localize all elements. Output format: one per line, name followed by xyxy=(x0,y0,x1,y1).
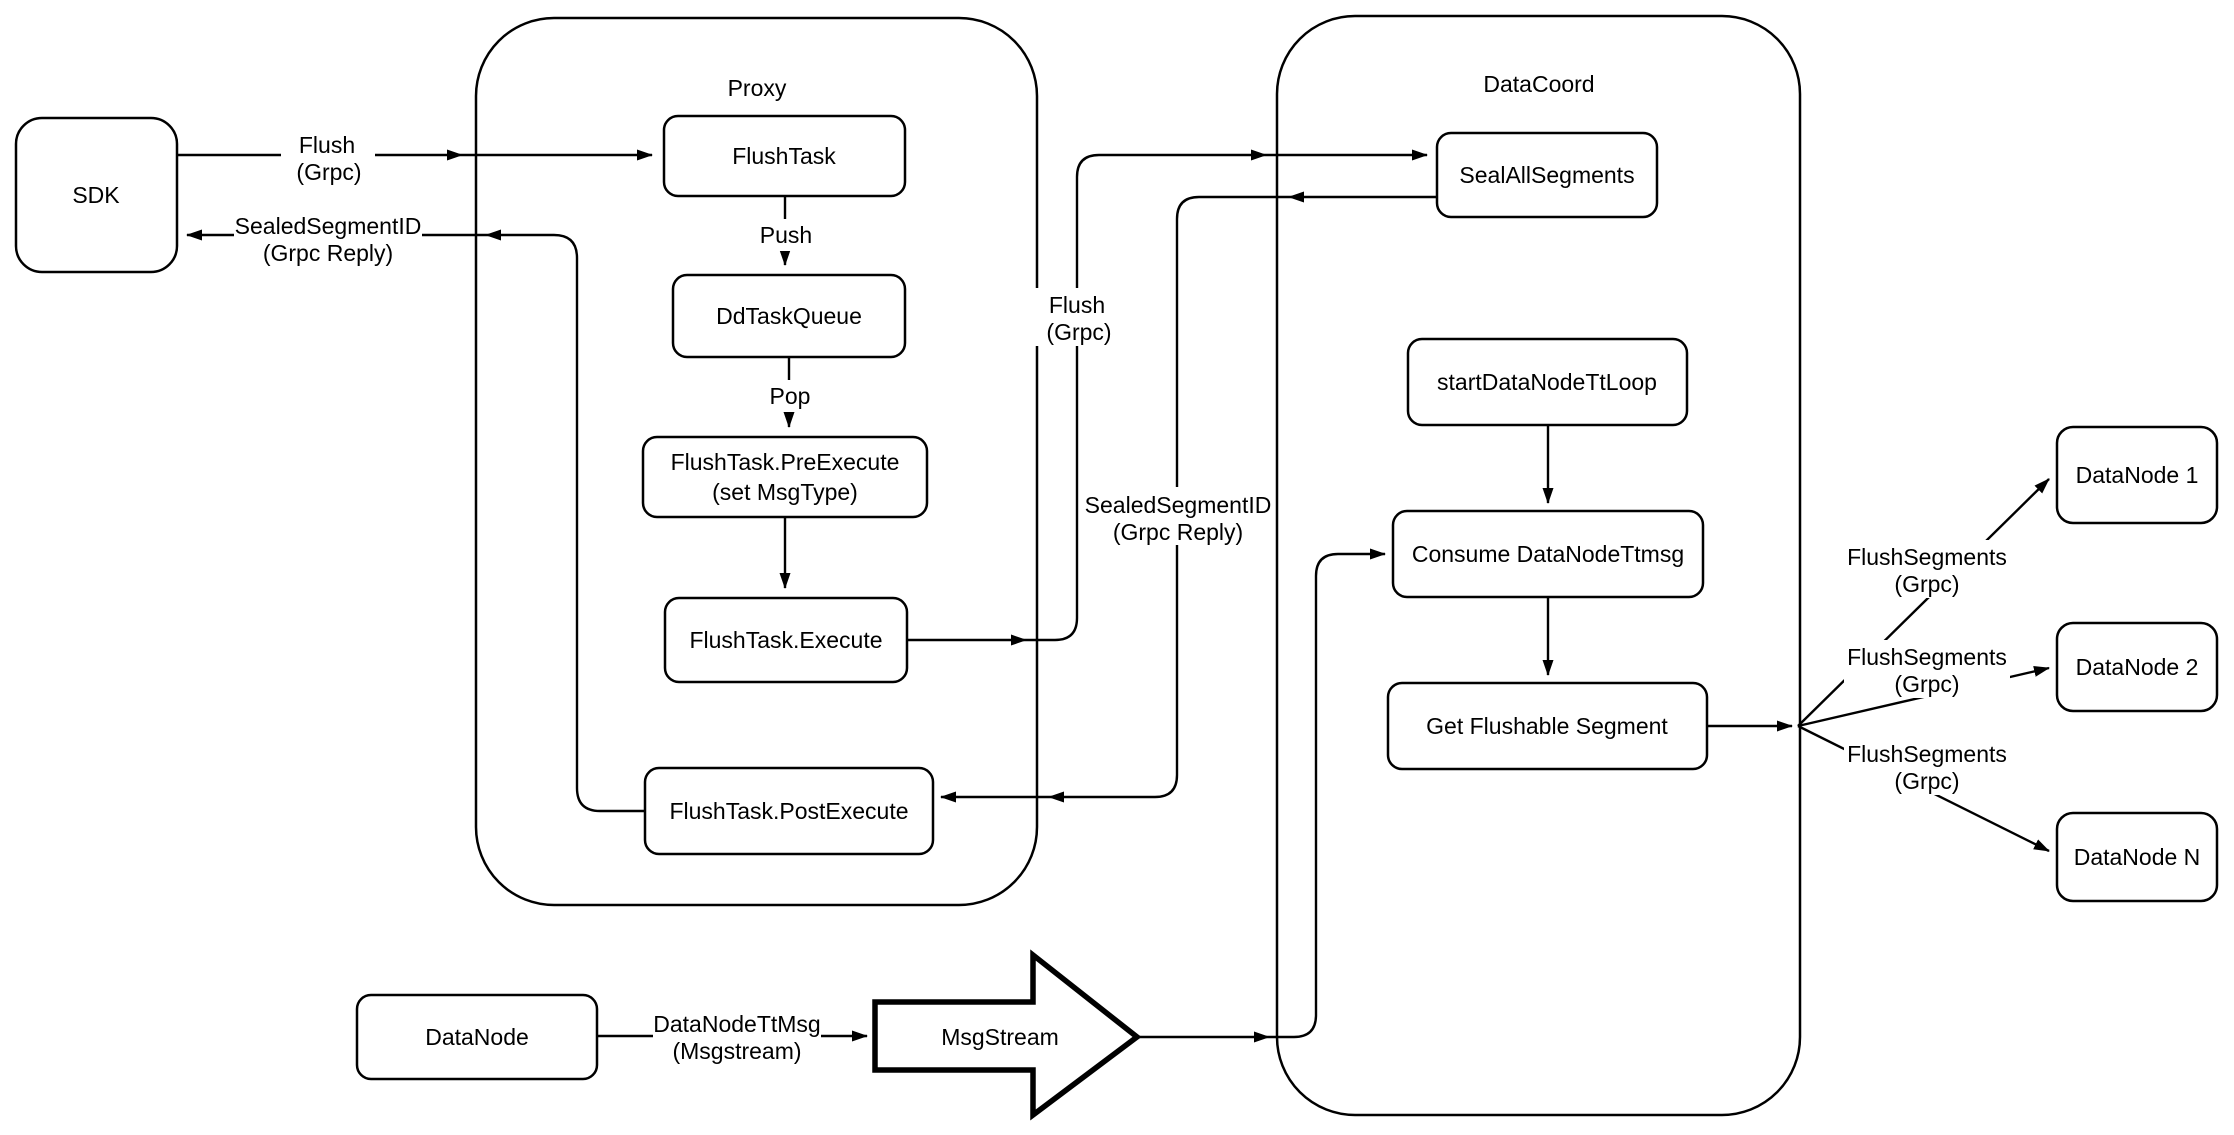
svg-text:(Grpc): (Grpc) xyxy=(1894,671,1959,697)
svg-text:startDataNodeTtLoop: startDataNodeTtLoop xyxy=(1437,369,1657,395)
svg-text:SDK: SDK xyxy=(72,182,120,208)
edge-label-flush-channel: Flush (Grpc) xyxy=(1032,288,1124,346)
edge-label-flushsegments-1: FlushSegments (Grpc) xyxy=(1844,540,2010,598)
edge-label-sealed-channel: SealedSegmentID (Grpc Reply) xyxy=(1084,487,1272,545)
svg-text:(Grpc): (Grpc) xyxy=(1046,319,1111,345)
msgstream-arrow-shape xyxy=(872,949,1142,1121)
svg-text:DataNode 2: DataNode 2 xyxy=(2076,654,2199,680)
svg-text:Flush: Flush xyxy=(299,132,355,158)
node-datanode2: DataNode 2 xyxy=(2055,621,2219,713)
svg-text:(Grpc): (Grpc) xyxy=(296,159,361,185)
svg-text:FlushTask.PostExecute: FlushTask.PostExecute xyxy=(669,798,908,824)
node-preexecute: FlushTask.PreExecute (set MsgType) xyxy=(641,435,929,519)
svg-text:Consume DataNodeTtmsg: Consume DataNodeTtmsg xyxy=(1412,541,1684,567)
edge-postexecute-to-proxy-edge xyxy=(485,229,645,813)
svg-text:FlushTask.Execute: FlushTask.Execute xyxy=(689,627,882,653)
svg-text:(Grpc): (Grpc) xyxy=(1894,768,1959,794)
edge-label-pop: Pop xyxy=(756,380,824,412)
svg-text:Push: Push xyxy=(760,222,812,248)
node-consumedatanodettmsg: Consume DataNodeTtmsg xyxy=(1391,509,1705,599)
node-msgstream: MsgStream xyxy=(872,949,1142,1121)
edge-flush-channel xyxy=(1026,149,1267,642)
node-execute: FlushTask.Execute xyxy=(663,596,909,684)
svg-text:DdTaskQueue: DdTaskQueue xyxy=(716,303,862,329)
svg-text:(Grpc Reply): (Grpc Reply) xyxy=(263,240,393,266)
svg-text:MsgStream: MsgStream xyxy=(941,1024,1059,1050)
svg-text:Pop: Pop xyxy=(770,383,811,409)
svg-text:Flush: Flush xyxy=(1049,292,1105,318)
proxy-container: Proxy xyxy=(474,16,1039,907)
svg-text:FlushTask.PreExecute: FlushTask.PreExecute xyxy=(671,449,900,475)
svg-text:FlushTask: FlushTask xyxy=(732,143,836,169)
proxy-title: Proxy xyxy=(728,75,787,101)
node-startdatanodettloop: startDataNodeTtLoop xyxy=(1406,337,1689,427)
node-datanoden: DataNode N xyxy=(2055,811,2219,903)
edge-msgstream-to-consume xyxy=(1269,548,1386,1039)
edge-flushsegments-dn1 xyxy=(1797,478,2050,727)
svg-text:DataNode: DataNode xyxy=(425,1024,529,1050)
svg-text:Get Flushable Segment: Get Flushable Segment xyxy=(1426,713,1668,739)
datacoord-title: DataCoord xyxy=(1483,71,1594,97)
svg-text:(Grpc): (Grpc) xyxy=(1894,571,1959,597)
node-flushtask: FlushTask xyxy=(662,114,907,198)
svg-text:FlushSegments: FlushSegments xyxy=(1847,741,2007,767)
edge-label-flushsegments-3: FlushSegments (Grpc) xyxy=(1844,737,2010,795)
svg-text:SealedSegmentID: SealedSegmentID xyxy=(235,213,422,239)
edge-label-datanodettmsg: DataNodeTtMsg (Msgstream) xyxy=(653,1008,821,1066)
svg-text:DataNodeTtMsg: DataNodeTtMsg xyxy=(653,1011,820,1037)
node-sdk: SDK xyxy=(14,116,179,274)
svg-text:(Msgstream): (Msgstream) xyxy=(672,1038,801,1064)
svg-text:(set MsgType): (set MsgType) xyxy=(712,479,858,505)
svg-text:DataNode 1: DataNode 1 xyxy=(2076,462,2199,488)
svg-text:SealAllSegments: SealAllSegments xyxy=(1459,162,1634,188)
datacoord-container: DataCoord xyxy=(1275,14,1802,1117)
node-postexecute: FlushTask.PostExecute xyxy=(643,766,935,856)
edge-label-sealed-sdk: SealedSegmentID (Grpc Reply) xyxy=(234,208,422,266)
edge-label-push: Push xyxy=(746,219,826,251)
node-datanode1: DataNode 1 xyxy=(2055,425,2219,525)
svg-text:DataNode N: DataNode N xyxy=(2074,844,2201,870)
edge-label-flushsegments-2: FlushSegments (Grpc) xyxy=(1844,640,2010,698)
node-getflushablesegment: Get Flushable Segment xyxy=(1386,681,1709,771)
svg-text:SealedSegmentID: SealedSegmentID xyxy=(1085,492,1272,518)
svg-text:(Grpc Reply): (Grpc Reply) xyxy=(1113,519,1243,545)
node-datanode: DataNode xyxy=(355,993,599,1081)
edge-label-flush-sdk: Flush (Grpc) xyxy=(281,127,375,185)
svg-text:FlushSegments: FlushSegments xyxy=(1847,544,2007,570)
node-ddtaskqueue: DdTaskQueue xyxy=(671,273,907,359)
svg-text:FlushSegments: FlushSegments xyxy=(1847,644,2007,670)
node-sealallsegments: SealAllSegments xyxy=(1435,131,1659,219)
